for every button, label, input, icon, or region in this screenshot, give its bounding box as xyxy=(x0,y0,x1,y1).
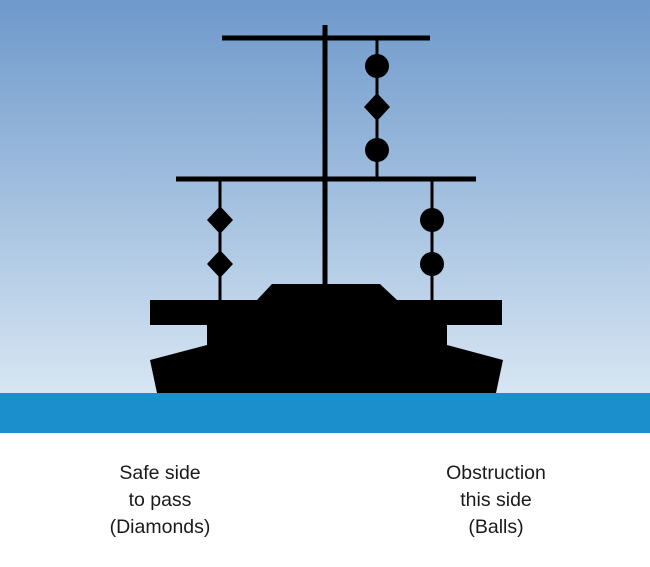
vessel-superstructure xyxy=(257,284,397,300)
vessel-deck xyxy=(150,300,502,325)
caption-safe-line-2: to pass xyxy=(128,489,192,511)
left-diamond-bottom xyxy=(207,250,233,278)
masthead-ball-bottom xyxy=(365,138,389,162)
caption-safe-line-1: Safe side xyxy=(119,462,201,484)
caption-obstruction-line-2: this side xyxy=(460,489,532,511)
left-diamond-top xyxy=(207,206,233,234)
caption-obstruction-line-1: Obstruction xyxy=(446,462,546,484)
right-ball-top xyxy=(420,208,444,232)
vessel xyxy=(150,284,503,393)
right-ball-bottom xyxy=(420,252,444,276)
caption-safe-line-3: (Diamonds) xyxy=(109,516,211,538)
vessel-hull xyxy=(150,325,503,393)
masthead-ball-top xyxy=(365,54,389,78)
rigging xyxy=(176,25,476,301)
caption-obstruction-side: Obstruction this side (Balls) xyxy=(406,460,586,541)
caption-safe-side: Safe side to pass (Diamonds) xyxy=(70,460,250,541)
caption-obstruction-line-3: (Balls) xyxy=(468,516,524,538)
water xyxy=(0,393,650,433)
day-shapes xyxy=(207,54,444,278)
masthead-diamond xyxy=(364,93,390,121)
